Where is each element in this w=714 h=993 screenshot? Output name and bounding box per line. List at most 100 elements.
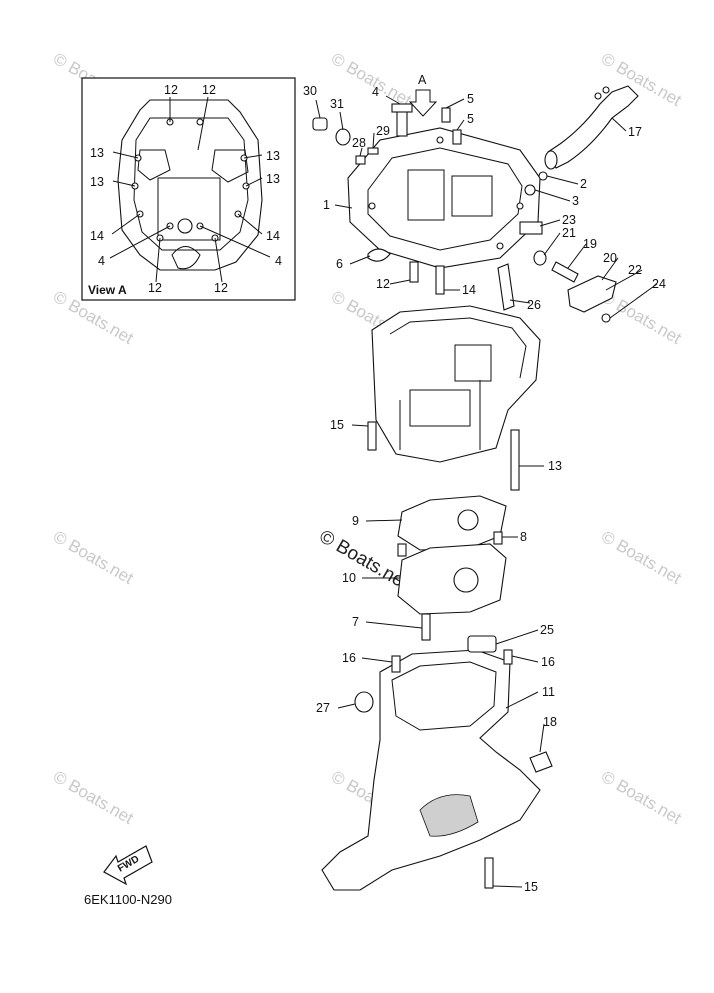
view-a-label: 4 <box>275 254 282 268</box>
exhaust-pipe-part <box>544 85 639 170</box>
part-number: 24 <box>652 277 666 291</box>
part-number: 19 <box>583 237 597 251</box>
view-a-bottom-lobe <box>171 246 201 270</box>
bolt-24 <box>601 313 611 323</box>
part-number: 22 <box>628 263 642 277</box>
part-number: 26 <box>527 298 541 312</box>
upper-casing-part <box>347 127 541 269</box>
stud-13 <box>510 429 520 491</box>
direction-a-marker: A <box>408 73 438 117</box>
view-a-label: 13 <box>266 172 280 186</box>
part-number: 10 <box>342 571 356 585</box>
part-number: 3 <box>572 194 579 208</box>
part-number: 20 <box>603 251 617 265</box>
part-number: 28 <box>352 136 366 150</box>
part-number: 16 <box>342 651 356 665</box>
part-number: 21 <box>562 226 576 240</box>
view-a-inner-outline <box>133 117 249 251</box>
part-number-labels: 30 31 4 5 5 28 29 17 2 3 1 23 21 19 20 2… <box>303 84 666 894</box>
diagram-code: 6EK1100-N290 <box>84 892 172 907</box>
part-number: 8 <box>520 530 527 544</box>
bolt-2 <box>538 171 548 181</box>
part-number: 23 <box>562 213 576 227</box>
part-number: 25 <box>540 623 554 637</box>
bolt-7 <box>421 613 431 641</box>
part-number: 6 <box>336 257 343 271</box>
part-number: 15 <box>524 880 538 894</box>
gasket-9 <box>397 495 507 551</box>
seal-30 <box>312 117 328 131</box>
part-number: 15 <box>330 418 344 432</box>
oring-28 <box>355 155 366 165</box>
view-a-label: 4 <box>98 254 105 268</box>
watermark: © Boats.net <box>598 767 685 828</box>
part-number: 5 <box>467 92 474 106</box>
bolt-15b <box>484 857 494 889</box>
cover-25 <box>467 635 497 653</box>
dowel-8 <box>493 531 503 545</box>
part-number: 2 <box>580 177 587 191</box>
view-a-part-outline <box>117 99 263 271</box>
part-number: 30 <box>303 84 317 98</box>
part-number: 4 <box>372 85 379 99</box>
main-leaders <box>315 95 658 888</box>
lower-casing-part <box>321 635 553 891</box>
part-number: 18 <box>543 715 557 729</box>
part-number: 13 <box>548 459 562 473</box>
fitting-23 <box>519 221 543 235</box>
dowel-16b <box>503 649 513 665</box>
bracket-22 <box>567 275 617 313</box>
watermark: © Boats.net <box>598 527 685 588</box>
fwd-arrow-icon: FWD <box>103 845 153 886</box>
bolt-15a <box>367 421 377 451</box>
view-a-label: 12 <box>202 83 216 97</box>
part-number: 9 <box>352 514 359 528</box>
part-number: 12 <box>376 277 390 291</box>
view-a-label: 12 <box>148 281 162 295</box>
view-a-leaders <box>109 96 271 283</box>
view-a-label: 14 <box>266 229 280 243</box>
part-number: 17 <box>628 125 642 139</box>
bolt-14 <box>435 265 445 295</box>
middle-casing-part <box>367 305 541 491</box>
view-a-bolt-holes <box>131 118 250 242</box>
view-a-label: 12 <box>214 281 228 295</box>
right-bracket-parts <box>367 221 617 323</box>
grommet-27 <box>354 691 374 713</box>
plate-10 <box>397 543 507 641</box>
dowel-5a <box>441 107 451 123</box>
view-a-label: 14 <box>90 229 104 243</box>
view-a-label: 13 <box>90 175 104 189</box>
part-number: 16 <box>541 655 555 669</box>
view-a-center-hole <box>177 218 193 234</box>
screw-29 <box>367 147 379 155</box>
part-number: 5 <box>467 112 474 126</box>
collar-21 <box>533 250 547 266</box>
view-a-labels: 12 12 13 13 13 13 14 14 4 4 12 12 <box>90 83 282 295</box>
view-a-left-pocket <box>137 149 171 181</box>
part-number: 1 <box>323 198 330 212</box>
view-a-inset: 12 12 13 13 13 13 14 14 4 4 12 12 View A <box>81 77 296 301</box>
view-a-label: 12 <box>164 83 178 97</box>
view-a-label: 13 <box>90 146 104 160</box>
watermark: © Boats.net <box>50 527 137 588</box>
plug-18 <box>529 751 553 773</box>
part-number: 31 <box>330 97 344 111</box>
direction-a-label: A <box>418 73 427 87</box>
part-number: 29 <box>376 124 390 138</box>
dowel-16a <box>391 655 401 673</box>
view-a-center-plate <box>157 177 221 241</box>
spring-19 <box>551 261 579 283</box>
hose-26 <box>497 263 515 311</box>
bolt-4-head <box>391 103 413 113</box>
collar-31 <box>335 128 351 146</box>
bolt-12 <box>409 261 419 283</box>
part-number: 14 <box>462 283 476 297</box>
grommet-6 <box>367 248 391 262</box>
view-a-caption: View A <box>88 283 127 297</box>
part-number: 27 <box>316 701 330 715</box>
view-a-label: 13 <box>266 149 280 163</box>
watermark: © Boats.net <box>50 767 137 828</box>
view-a-right-pocket <box>211 149 249 183</box>
